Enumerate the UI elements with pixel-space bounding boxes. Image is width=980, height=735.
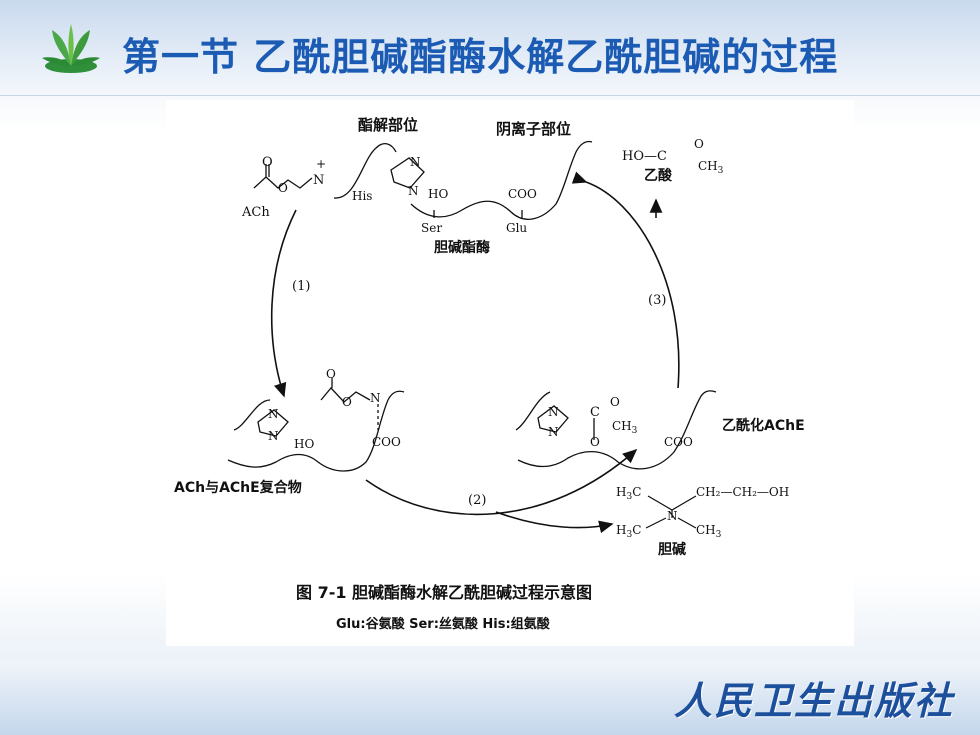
- enzyme-label: 胆碱酯酶: [434, 239, 490, 256]
- his-label: His: [352, 189, 372, 203]
- acetyl-ester-o: O: [590, 435, 600, 449]
- acetylated-enzyme: [515, 390, 717, 470]
- choline-h3c-bottom: H3C: [616, 523, 641, 540]
- acetyl-carbonyl-o: O: [610, 395, 620, 409]
- his-n-bottom: N: [408, 184, 419, 198]
- choline-h3c-top: H3C: [616, 485, 641, 502]
- figure-caption: 图 7-1 胆碱酯酶水解乙酰胆碱过程示意图: [296, 583, 592, 602]
- complex-o-minus: O: [326, 367, 336, 381]
- choline-n: N: [667, 509, 678, 523]
- step2-label: (2): [468, 493, 486, 508]
- step3-label: (3): [648, 293, 666, 308]
- ach-ester-o: O: [278, 181, 288, 195]
- step3-arrow: [571, 171, 680, 389]
- enzyme-top: [333, 140, 593, 220]
- diagram-svg: 酯解部位 阴离子部位 O O N + ACh N N His HO COO Se…: [174, 116, 805, 632]
- coo-label: COO: [508, 187, 537, 201]
- his-n-top: N: [410, 155, 421, 169]
- acetic-acid-label: 乙酸: [644, 167, 673, 184]
- esteratic-site-label: 酯解部位: [358, 116, 418, 134]
- complex-n-plus: N: [370, 391, 381, 405]
- choline-label: 胆碱: [658, 541, 686, 558]
- choline-chain: CH₂—CH₂—OH: [696, 485, 789, 499]
- ach-molecule: [253, 164, 313, 189]
- hydrolysis-diagram: 酯解部位 阴离子部位 O O N + ACh N N His HO COO Se…: [166, 100, 854, 646]
- ach-carbonyl-o: O: [262, 155, 273, 170]
- ho-label: HO: [428, 187, 448, 201]
- choline-molecule: [645, 495, 697, 529]
- choline-ch3: CH3: [696, 523, 722, 540]
- ach-plus-charge: +: [316, 157, 326, 171]
- complex-ho: HO: [294, 437, 314, 451]
- acetic-o: O: [694, 137, 704, 151]
- ach-label: ACh: [241, 205, 270, 220]
- step2-arrow: [365, 448, 638, 516]
- acetyl-ch3: CH3: [612, 419, 638, 436]
- complex-ester-o: O: [342, 395, 352, 409]
- acetic-ch3: CH3: [698, 159, 724, 176]
- acetic-acid-formula: HO—C: [622, 149, 667, 164]
- choline-release-arrow: [495, 511, 614, 534]
- acetyl-n-top: N: [548, 405, 559, 419]
- complex-n-bottom: N: [268, 429, 279, 443]
- complex-label: ACh与AChE复合物: [174, 479, 302, 496]
- complex-n-top: N: [268, 407, 279, 421]
- slide-title: 第一节 乙酰胆碱酯酶水解乙酰胆碱的过程: [122, 35, 839, 79]
- acetyl-c: C: [590, 405, 600, 420]
- figure-legend: Glu:谷氨酸 Ser:丝氨酸 His:组氨酸: [336, 616, 551, 632]
- glu-label: Glu: [506, 221, 527, 235]
- bottom-bar: [0, 660, 980, 735]
- step1-arrow: [270, 209, 297, 398]
- ser-label: Ser: [421, 221, 442, 235]
- acetyl-n-bottom: N: [548, 425, 559, 439]
- anionic-site-label: 阴离子部位: [496, 120, 571, 138]
- acetyl-coo: COO: [664, 435, 693, 449]
- title-bar: 第一节 乙酰胆碱酯酶水解乙酰胆碱的过程: [0, 0, 980, 96]
- ach-n: N: [313, 173, 324, 188]
- publisher-logo-text: 人民卫生出版社: [673, 678, 954, 723]
- acetylated-label: 乙酰化AChE: [722, 417, 805, 434]
- step1-label: (1): [292, 279, 310, 294]
- publisher-leaf-logo-icon: [42, 24, 100, 73]
- complex-coo: COO: [372, 435, 401, 449]
- complex-structure: [227, 378, 405, 472]
